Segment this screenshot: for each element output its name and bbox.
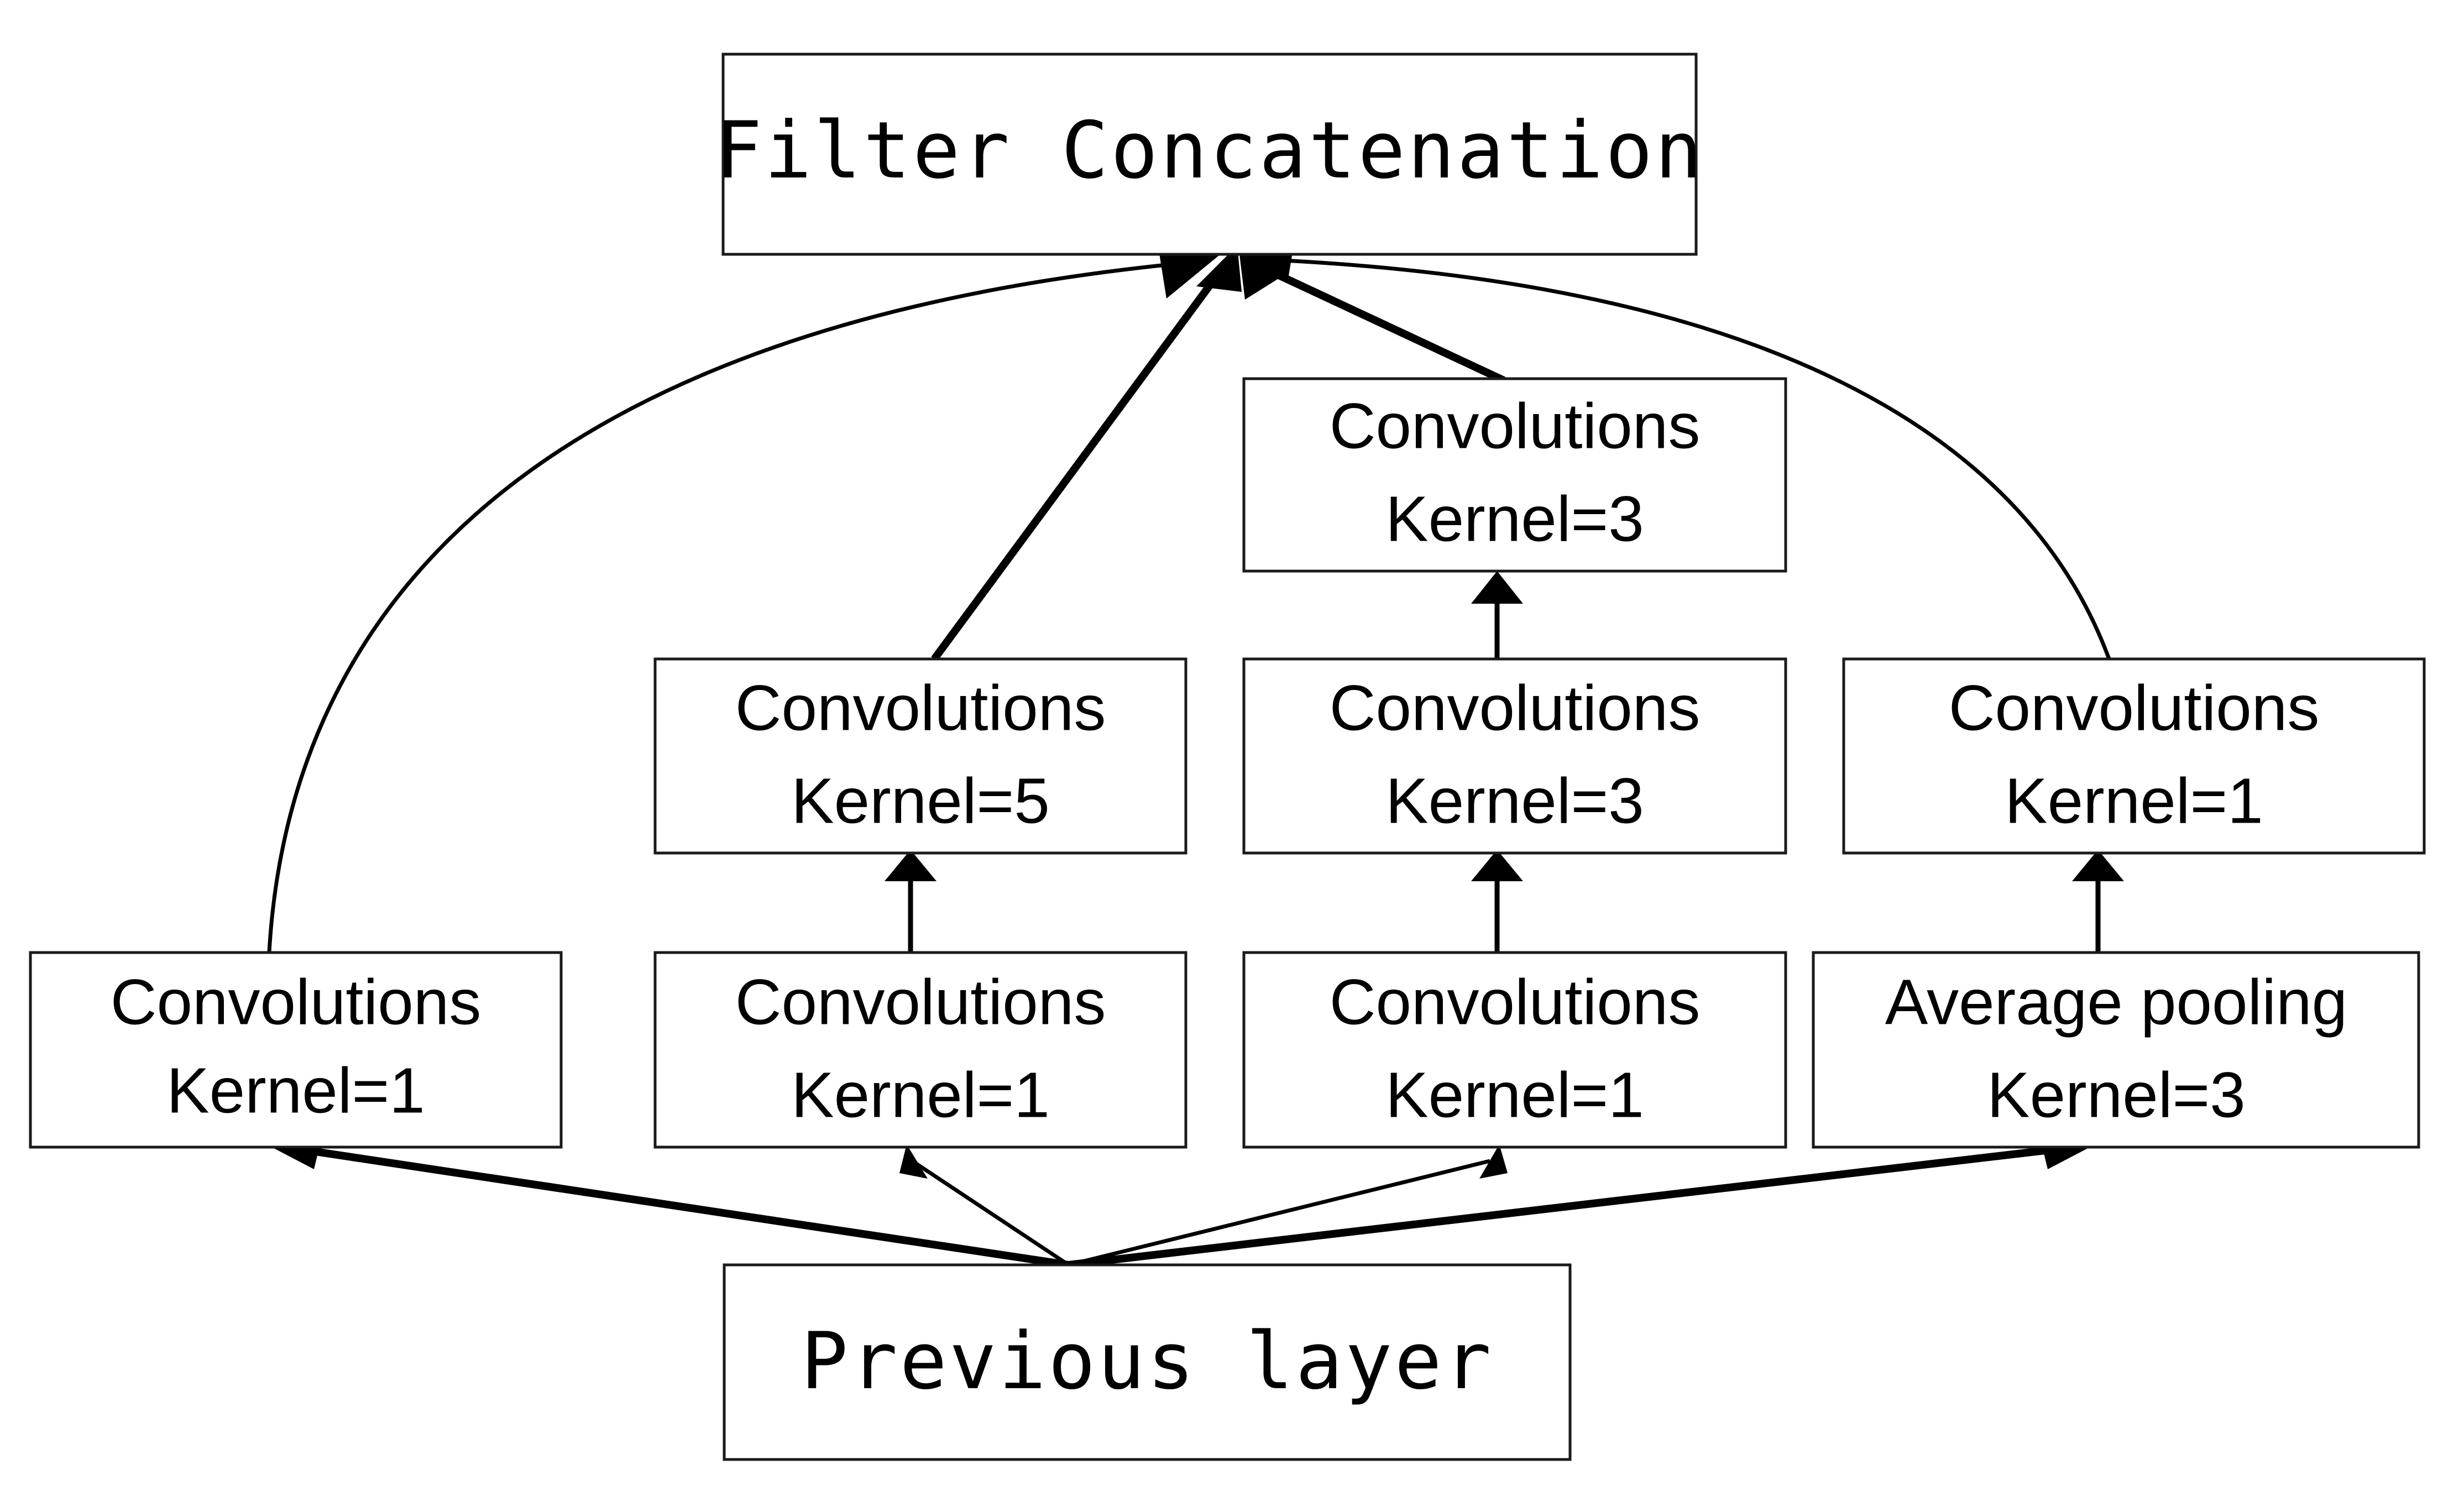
node-previous-layer[interactable]: Previous layer (723, 1263, 1572, 1461)
node-bottom-conv-kernel-1-left[interactable]: Convolutions Kernel=1 (29, 951, 563, 1149)
node-bottom-average-pooling[interactable]: Average pooling Kernel=3 (1812, 951, 2420, 1149)
node-bottom-conv-kernel-1-mid2[interactable]: Convolutions Kernel=1 (1242, 951, 1787, 1149)
node-bottom-conv-kernel-1-mid1[interactable]: Convolutions Kernel=1 (653, 951, 1187, 1149)
previous-layer-label: Previous layer (801, 1316, 1494, 1407)
edge-k5-to-concat (931, 245, 1242, 662)
node-mid-conv-kernel-3[interactable]: Convolutions Kernel=3 (1242, 657, 1787, 855)
edge-avgpool-to-k1 (2072, 850, 2124, 954)
mid-conv-k5-label-line2: Kernel=5 (791, 765, 1050, 837)
bottom-conv-k1-left-label-line2: Kernel=1 (166, 1055, 425, 1127)
bottom-avg-pooling-label-line2: Kernel=3 (1987, 1059, 2246, 1131)
bottom-avg-pooling-label-line1: Average pooling (1885, 966, 2347, 1038)
bottom-conv-k1-mid1-label-line1: Convolutions (735, 966, 1106, 1038)
bottom-conv-k1-left-label-line1: Convolutions (111, 966, 482, 1038)
filter-concatenation-label: Filter Concatenation (715, 105, 1704, 196)
node-filter-concatenation[interactable]: Filter Concatenation (715, 53, 1704, 256)
edge-topk3-to-concat (1238, 245, 1505, 384)
mid-conv-k5-label-line1: Convolutions (735, 672, 1106, 744)
edge-group-vertical-risers (885, 571, 2124, 954)
edge-mid1k1-to-k5 (885, 850, 937, 954)
edge-prev-to-mid2-k1 (1068, 1144, 1508, 1267)
mid-conv-k3-label-line1: Convolutions (1330, 672, 1701, 744)
mid-conv-k3-label-line2: Kernel=3 (1385, 765, 1644, 837)
top-conv-k3-label-line1: Convolutions (1330, 390, 1701, 462)
top-conv-k3-label-line2: Kernel=3 (1385, 483, 1644, 555)
node-top-conv-kernel-3[interactable]: Convolutions Kernel=3 (1242, 377, 1787, 573)
bottom-conv-k1-mid2-label-line1: Convolutions (1330, 966, 1701, 1038)
bottom-conv-k1-mid2-label-line2: Kernel=1 (1385, 1059, 1644, 1131)
mid-conv-k1-right-label-line1: Convolutions (1949, 672, 2320, 744)
edge-leftk1-to-concat (267, 247, 1219, 953)
mid-conv-k1-right-label-line2: Kernel=1 (2005, 765, 2263, 837)
edge-prev-to-mid1-k1 (899, 1144, 1070, 1267)
node-mid-conv-kernel-1-right[interactable]: Convolutions Kernel=1 (1842, 657, 2426, 855)
edge-midk3-to-topk3 (1471, 571, 1523, 659)
edge-group-concat-inbound (267, 239, 2111, 953)
node-mid-conv-kernel-5[interactable]: Convolutions Kernel=5 (653, 657, 1187, 855)
edge-mid2k1-to-k3 (1471, 850, 1523, 954)
bottom-conv-k1-mid1-label-line2: Kernel=1 (791, 1059, 1050, 1131)
